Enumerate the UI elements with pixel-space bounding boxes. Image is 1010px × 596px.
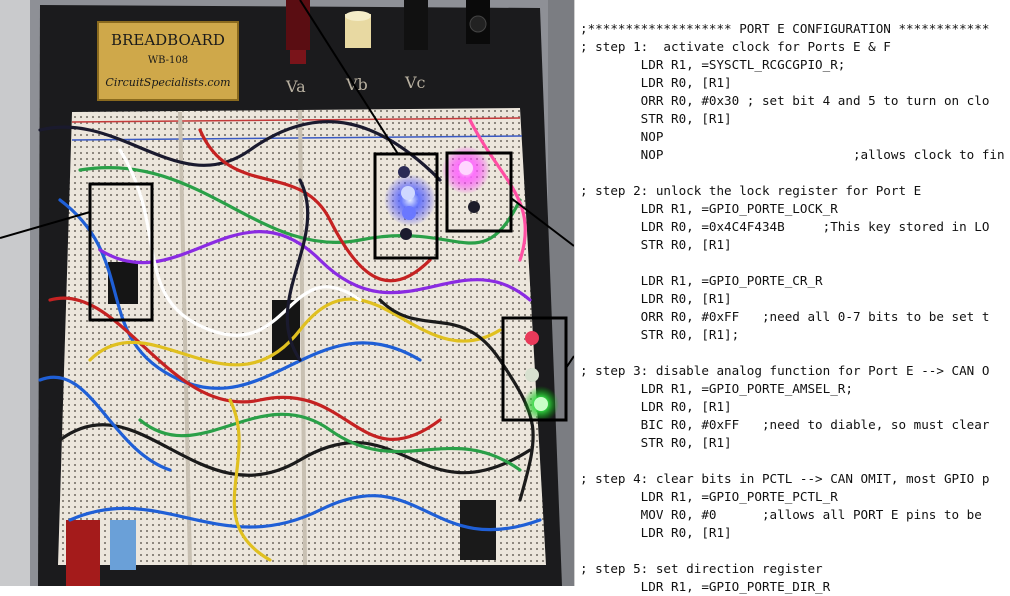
code-line: LDR R1, =GPIO_PORTE_CR_R: [580, 273, 823, 288]
code-line: ; step 5: set direction register: [580, 561, 823, 576]
center-channel-2: [298, 109, 307, 566]
code-line: ORR R0, #0x30 ; set bit 4 and 5 to turn …: [580, 93, 990, 108]
code-line: STR R0, [R1];: [580, 327, 740, 342]
led-red: [525, 331, 539, 345]
wall-left: [0, 0, 30, 586]
website-text: CircuitSpecialists.com: [105, 76, 230, 89]
code-line: LDR R1, =GPIO_PORTE_AMSEL_R;: [580, 381, 853, 396]
binding-post-red: [286, 0, 310, 64]
code-listing: ;******************* PORT E CONFIGURATIO…: [574, 0, 1010, 594]
terminal-label-c: Vc: [404, 73, 426, 92]
center-channel: [178, 111, 192, 566]
code-line: ORR R0, #0xFF ;need all 0-7 bits to be s…: [580, 309, 990, 324]
code-line: NOP ;allows clock to fin: [580, 147, 1005, 162]
led-white: [525, 368, 539, 382]
highlight-box-ic: [88, 182, 154, 322]
binding-post-black-1: [404, 0, 428, 50]
code-line: ; step 2: unlock the lock register for P…: [580, 183, 922, 198]
dip-switch: [110, 520, 136, 570]
terminal-label-a: Va: [285, 77, 306, 96]
code-line: NOP: [580, 129, 664, 144]
jumper-wires: [38, 118, 542, 562]
code-line: ;******************* PORT E CONFIGURATIO…: [580, 21, 990, 36]
callout-line-pink: [510, 197, 575, 247]
code-line: LDR R0, [R1]: [580, 525, 732, 540]
code-line: ; step 4: clear bits in PCTL --> CAN OMI…: [580, 471, 990, 486]
code-line: LDR R1, =GPIO_PORTE_PCTL_R: [580, 489, 838, 504]
code-line: LDR R0, [R1]: [580, 75, 732, 90]
callout-line-status: [565, 355, 575, 369]
brand-label: [97, 21, 239, 101]
code-line: BIC R0, #0xFF ;need to diable, so must c…: [580, 417, 990, 432]
code-line: LDR R0, [R1]: [580, 399, 732, 414]
brand-text: BREADBOARD: [111, 31, 225, 49]
code-line: ; step 3: disable analog function for Po…: [580, 363, 990, 378]
led-blue-3: [402, 206, 416, 220]
rail-red-top: [71, 117, 521, 123]
code-line: STR R0, [R1]: [580, 435, 732, 450]
code-line: LDR R0, =0x4C4F434B ;This key stored in …: [580, 219, 990, 234]
model-text: WB-108: [148, 55, 188, 66]
code-line: LDR R1, =GPIO_PORTE_DIR_R: [580, 579, 831, 594]
code-line: LDR R1, =SYSCTL_RCGCGPIO_R;: [580, 57, 846, 72]
led-blue-4: [400, 228, 412, 240]
code-line: ; step 1: activate clock for Ports E & F: [580, 39, 891, 54]
highlight-box-pink-leds: [445, 151, 513, 233]
red-terminal: [66, 520, 100, 586]
led-green: [534, 397, 548, 411]
code-line: LDR R0, [R1]: [580, 291, 732, 306]
code-line: LDR R1, =GPIO_PORTE_LOCK_R: [580, 201, 838, 216]
led-pink: [459, 161, 473, 175]
code-line: STR R0, [R1]: [580, 237, 732, 252]
binding-post-black-2: [466, 0, 490, 44]
led-blue-1: [398, 166, 410, 178]
led-blue-glow: [384, 174, 436, 226]
callout-line-blue: [299, 0, 399, 155]
led-dark: [468, 201, 480, 213]
binding-post-yellow: [345, 11, 371, 48]
callout-line-ic: [0, 211, 91, 239]
highlight-box-blue-leds: [373, 152, 439, 260]
breadboard-photo: BREADBOARD WB-108 CircuitSpecialists.com…: [0, 0, 575, 586]
led-blue-2: [401, 186, 415, 200]
code-line: MOV R0, #0 ;allows all PORT E pins to be: [580, 507, 982, 522]
code-line: STR R0, [R1]: [580, 111, 732, 126]
highlight-box-status-leds: [501, 316, 568, 422]
rail-blue-top: [71, 135, 523, 141]
